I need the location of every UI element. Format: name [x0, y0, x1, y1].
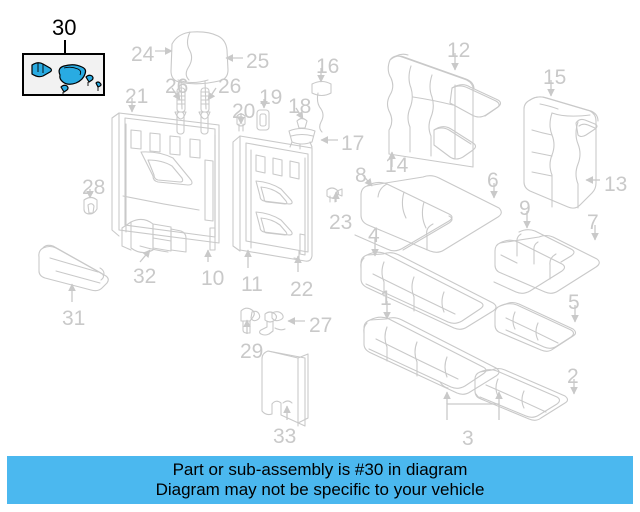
part-label-7[interactable]: 7	[587, 211, 599, 234]
part-label-12[interactable]: 12	[447, 39, 471, 62]
part-label-13[interactable]: 13	[604, 173, 628, 196]
seatback-frame-part-11	[232, 135, 313, 262]
highlight-clip-2	[95, 81, 102, 88]
seatback-part-15-13	[523, 96, 599, 209]
bracket-part-3	[443, 391, 503, 420]
part-label-20[interactable]: 20	[232, 100, 256, 123]
callout-stem	[64, 40, 66, 54]
part-label-5[interactable]: 5	[568, 291, 580, 314]
part-label-11[interactable]: 11	[241, 273, 263, 296]
part-label-31[interactable]: 31	[62, 307, 86, 330]
part-label-26[interactable]: 26	[165, 75, 189, 98]
clip-part-20	[236, 113, 246, 132]
pin-part-22	[299, 233, 306, 256]
part-label-9[interactable]: 9	[519, 197, 531, 220]
part-label-18[interactable]: 18	[288, 95, 312, 118]
part-label-8[interactable]: 8	[355, 164, 367, 187]
cushion-part-31	[38, 244, 109, 292]
part-label-21[interactable]: 21	[125, 85, 149, 108]
highlight-clip-3	[60, 84, 69, 93]
bracket-part-32	[121, 218, 187, 254]
part-label-22[interactable]: 22	[290, 278, 314, 301]
banner-line-2: Diagram may not be specific to your vehi…	[155, 480, 485, 499]
headrest-part-25	[170, 31, 229, 110]
seatback-part-12-14	[386, 53, 502, 168]
info-banner: Part or sub-assembly is #30 in diagram D…	[7, 456, 633, 504]
part-label-6[interactable]: 6	[487, 169, 499, 192]
part-label-16[interactable]: 16	[316, 55, 340, 78]
part-label-24[interactable]: 24	[131, 43, 155, 66]
part-label-28[interactable]: 28	[82, 176, 106, 199]
trim-panel-part-33	[261, 350, 309, 427]
callout-number: 30	[52, 15, 77, 40]
part-label-3[interactable]: 3	[462, 427, 474, 450]
part-label-10[interactable]: 10	[201, 267, 225, 290]
part-label-15[interactable]: 15	[543, 66, 567, 89]
part-label-1[interactable]: 1	[380, 287, 392, 310]
part-label-27[interactable]: 27	[309, 314, 333, 337]
highlighted-parts-art	[31, 62, 102, 96]
highlight-clip-1	[85, 74, 94, 83]
banner-line-1: Part or sub-assembly is #30 in diagram	[172, 460, 468, 479]
part-label-33[interactable]: 33	[273, 425, 297, 448]
grommet-part-19	[256, 109, 270, 131]
part-label-2[interactable]: 2	[567, 365, 579, 388]
part-label-4[interactable]: 4	[368, 224, 380, 247]
cushion-part-6-8	[354, 175, 502, 253]
part-label-17[interactable]: 17	[341, 132, 365, 155]
fastener-part-27	[258, 311, 286, 336]
part-label-23[interactable]: 23	[329, 211, 353, 234]
part-label-19[interactable]: 19	[259, 86, 283, 109]
part-label-26b[interactable]: 26	[218, 75, 242, 98]
pin-part-10	[209, 227, 216, 251]
part-label-32[interactable]: 32	[133, 265, 157, 288]
part-label-25[interactable]: 25	[246, 50, 270, 73]
cushion-part-5	[494, 301, 577, 352]
part-label-14[interactable]: 14	[385, 154, 409, 177]
cushion-part-7-9	[493, 229, 600, 294]
callout-highlight-box[interactable]	[22, 53, 105, 96]
part-label-29[interactable]: 29	[240, 340, 264, 363]
highlight-bolt	[31, 62, 53, 78]
